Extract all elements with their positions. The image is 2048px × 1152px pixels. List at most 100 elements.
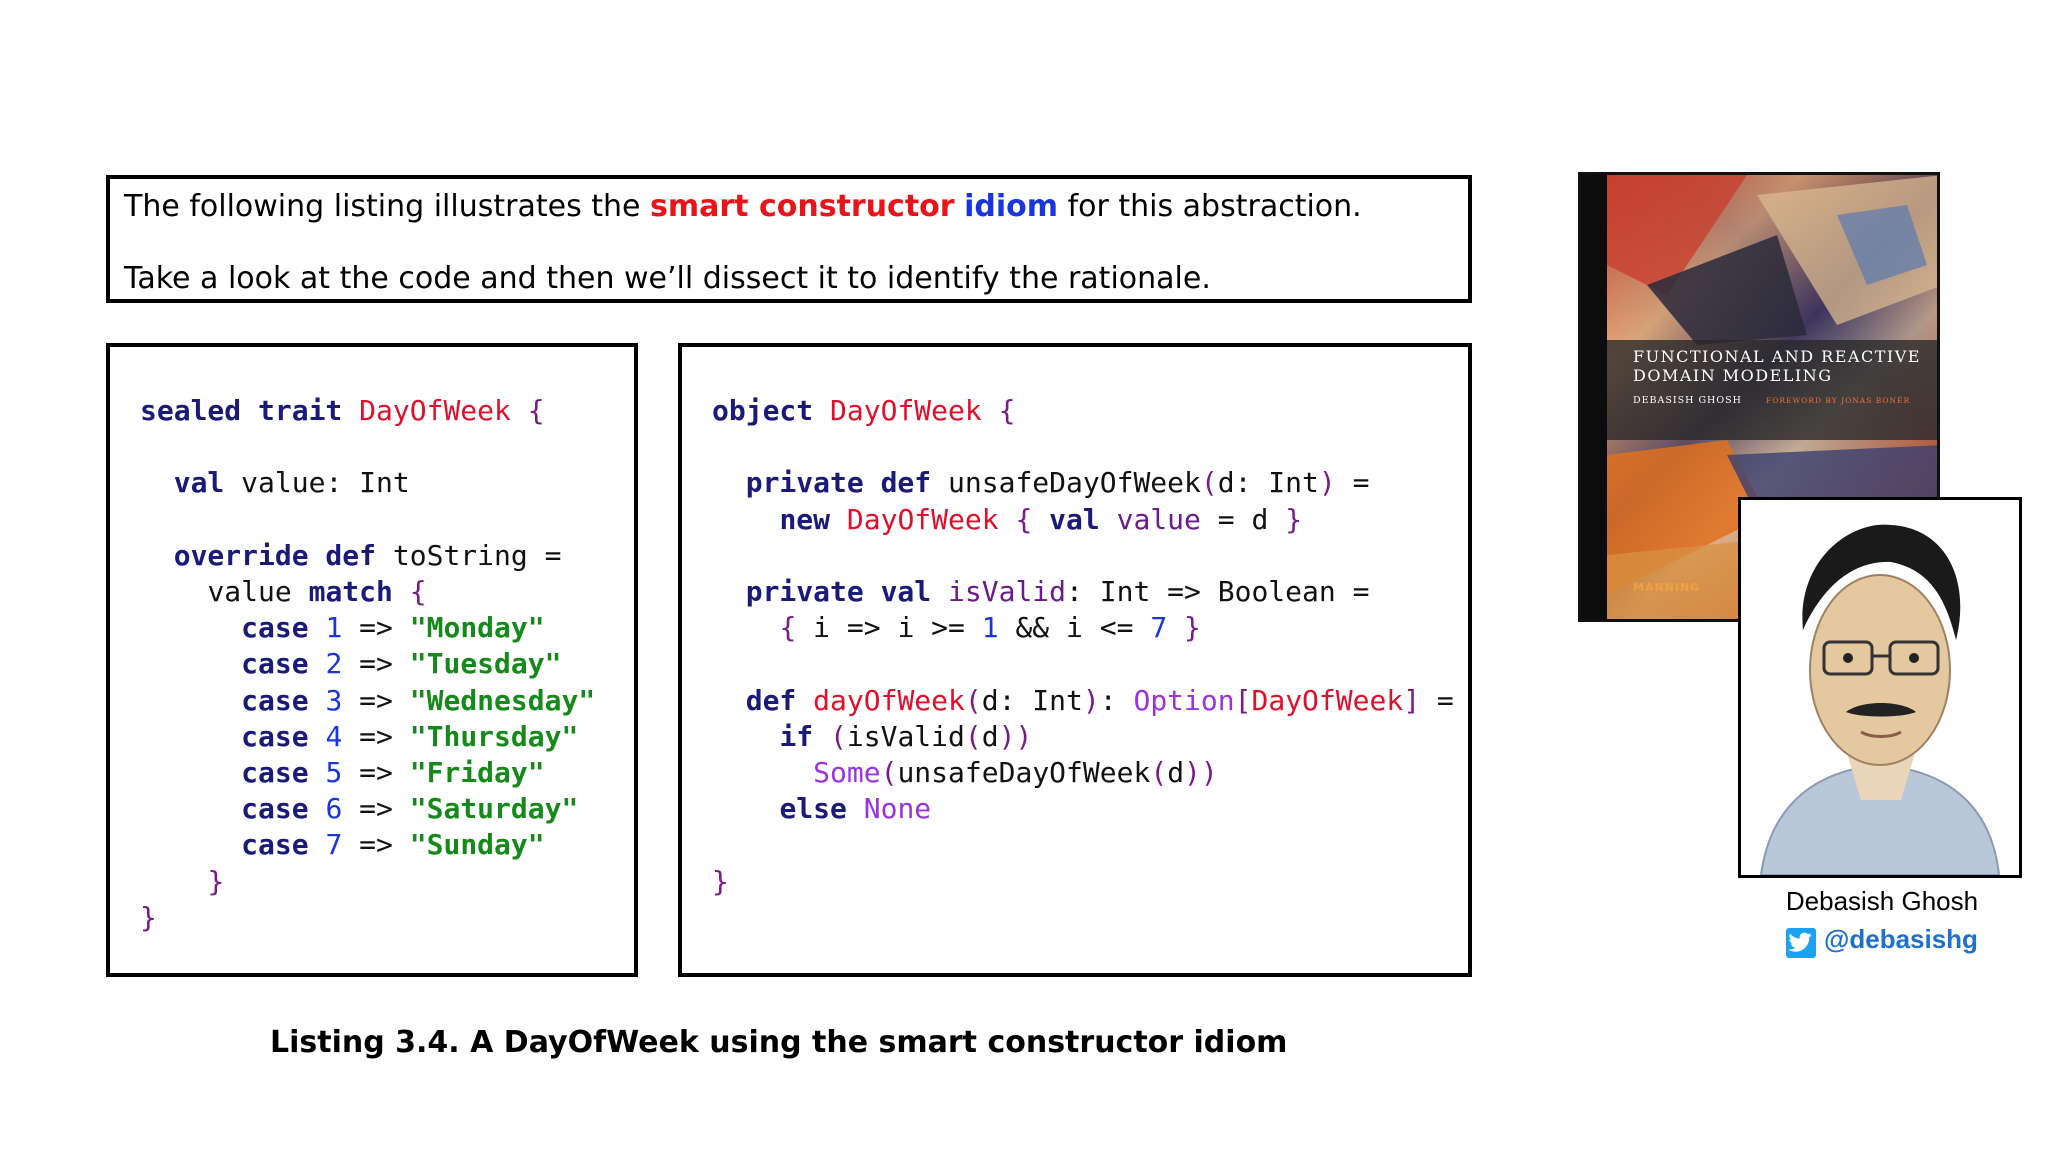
code-number: 1 (981, 611, 999, 645)
code-paren: ( (880, 756, 898, 790)
code-paren: ) (1200, 756, 1218, 790)
code-text: = (1420, 683, 1454, 717)
code-keyword: sealed trait (140, 394, 343, 427)
code-text: = d (1200, 502, 1286, 536)
code-type: DayOfWeek (846, 502, 999, 536)
code-text: value (207, 575, 309, 609)
code-paren: ( (964, 683, 982, 717)
code-text: toString = (376, 538, 562, 572)
twitter-bird-icon (1788, 932, 1812, 952)
code-paren: ( (830, 719, 847, 753)
code-text: d: Int (981, 683, 1083, 717)
book-publisher: Manning (1633, 581, 1701, 594)
code-keyword: override def (173, 538, 377, 572)
code-keyword: case (241, 683, 309, 717)
code-text: && i <= (998, 611, 1151, 645)
code-brace: { (779, 611, 797, 645)
code-brace: { (409, 575, 427, 609)
code-type: DayOfWeek (830, 394, 982, 427)
code-paren: ) (998, 719, 1016, 753)
intro-text: The following listing illustrates the (124, 189, 651, 224)
code-paren: ) (1015, 719, 1033, 753)
highlight-idiom: idiom (964, 189, 1059, 224)
code-arrow: => (359, 683, 393, 717)
code-number: 7 (1150, 611, 1168, 645)
code-paren: ( (964, 719, 982, 753)
book-foreword: Foreword by Jonas Bonér (1766, 396, 1911, 405)
intro-line-1: The following listing illustrates the sm… (124, 189, 1362, 224)
code-type: DayOfWeek (359, 394, 511, 427)
book-spine (1581, 175, 1607, 619)
code-bracket: [ (1234, 683, 1252, 717)
book-title-line-1: Functional and Reactive (1633, 347, 1921, 366)
code-keyword: case (241, 792, 309, 826)
code-paren: ) (1318, 466, 1336, 500)
intro-text-end: for this abstraction. (1058, 189, 1362, 224)
twitter-handle[interactable]: @debasishg (1824, 924, 1978, 954)
object-code: object DayOfWeek { private def unsafeDay… (712, 393, 1454, 900)
code-option-type: Option (1133, 683, 1235, 717)
book-title: Functional and ReactiveDomain Modeling (1633, 347, 1921, 385)
code-text: d (1167, 756, 1185, 790)
code-keyword: match (308, 575, 393, 609)
code-arrow: => (359, 719, 393, 753)
code-property: value (1116, 502, 1201, 536)
code-number: 5 (325, 756, 343, 790)
code-keyword: case (241, 828, 309, 862)
code-arrow: => (359, 828, 393, 862)
code-number: 1 (325, 611, 343, 645)
book-title-line-2: Domain Modeling (1633, 366, 1833, 385)
code-bracket: ] (1403, 683, 1421, 717)
code-text: i => i >= (796, 611, 982, 645)
code-paren: ) (1184, 756, 1201, 790)
code-arrow: => (359, 756, 393, 790)
object-code-listing: object DayOfWeek { private def unsafeDay… (678, 343, 1472, 977)
twitter-icon (1786, 928, 1816, 958)
code-keyword: new (779, 502, 831, 536)
code-keyword: case (241, 611, 309, 645)
code-keyword: private val (745, 575, 932, 609)
code-keyword: object (712, 394, 814, 427)
author-portrait (1738, 497, 2022, 878)
code-string: "Thursday" (409, 719, 579, 753)
listing-caption: Listing 3.4. A DayOfWeek using the smart… (270, 1025, 1288, 1060)
code-string: "Wednesday" (409, 683, 596, 717)
code-text: = (1335, 466, 1370, 500)
code-text: d (981, 719, 999, 753)
code-text: : (1099, 683, 1134, 717)
code-arrow: => (359, 647, 393, 681)
code-property: isValid (931, 575, 1067, 609)
code-paren: ( (1150, 756, 1168, 790)
intro-line-2: Take a look at the code and then we’ll d… (124, 261, 1211, 296)
intro-text-box: The following listing illustrates the sm… (106, 175, 1472, 303)
code-text: unsafeDayOfWeek (931, 466, 1201, 500)
code-brace: { (1015, 502, 1033, 536)
trait-code: sealed trait DayOfWeek { val value: Int … (140, 393, 595, 936)
code-type: DayOfWeek (1251, 683, 1404, 717)
code-text: unsafeDayOfWeek (897, 756, 1151, 790)
highlight-smart-constructor: smart constructor (650, 189, 955, 224)
code-keyword: if (779, 719, 814, 753)
code-some: Some (813, 756, 881, 790)
code-text: : Int => Boolean = (1066, 575, 1370, 609)
code-keyword: case (241, 756, 309, 790)
code-string: "Friday" (409, 756, 545, 790)
author-name: Debasish Ghosh (1785, 886, 1979, 916)
code-none: None (863, 792, 932, 826)
book-title-band (1607, 340, 1937, 440)
code-paren: ( (1200, 466, 1218, 500)
code-number: 2 (325, 647, 343, 681)
code-number: 3 (325, 683, 343, 717)
code-brace: } (712, 864, 729, 898)
author-portrait-drawing (1741, 500, 2019, 875)
intro-space (955, 189, 965, 224)
code-brace: } (140, 900, 157, 934)
code-keyword: val (1049, 502, 1100, 536)
code-brace: } (1285, 502, 1303, 536)
code-string: "Tuesday" (409, 647, 562, 681)
code-string: "Monday" (409, 611, 545, 645)
code-arrow: => (359, 792, 393, 826)
code-number: 4 (325, 719, 343, 753)
code-paren: ) (1082, 683, 1100, 717)
code-keyword: case (241, 719, 309, 753)
